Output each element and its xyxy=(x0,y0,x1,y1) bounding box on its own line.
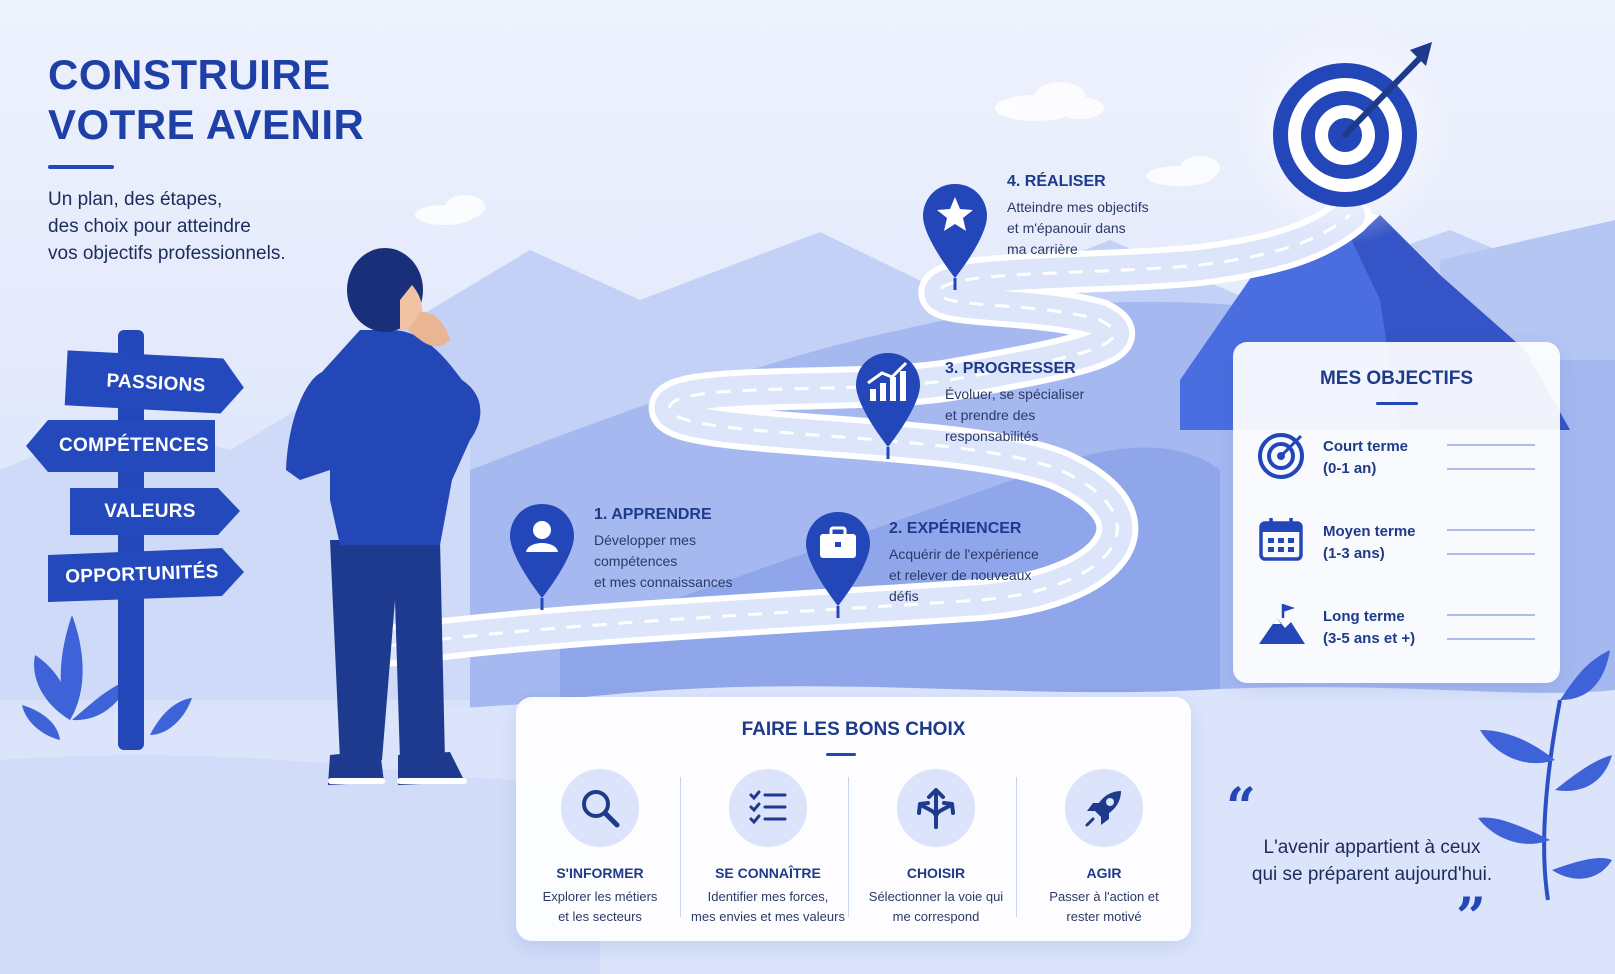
sign-label: OPPORTUNITÉS xyxy=(64,561,220,588)
objective-label: Moyen terme (1-3 ans) xyxy=(1323,521,1416,565)
step-experiencer: 2. EXPÉRIENCER Acquérir de l'expérience … xyxy=(889,520,1039,607)
plant-right xyxy=(1478,650,1612,901)
calendar-icon xyxy=(1259,518,1303,561)
choices-divider xyxy=(826,753,856,756)
briefcase-icon xyxy=(806,512,870,618)
sign-competences: COMPÉTENCES xyxy=(44,420,224,472)
choice-se-connaitre: SE CONNAÎTRE Identifier mes forces, mes … xyxy=(684,769,852,927)
split-arrows-icon xyxy=(917,788,955,829)
choice-icon-bg xyxy=(897,769,975,847)
plant-left xyxy=(22,615,192,740)
step-desc: Évoluer, se spécialiser et prendre des r… xyxy=(945,386,1085,444)
step-progresser: 3. PROGRESSER Évoluer, se spécialiser et… xyxy=(945,360,1084,447)
choices-title: FAIRE LES BONS CHOIX xyxy=(741,719,966,740)
open-quote-icon: “ xyxy=(1226,777,1256,838)
choice-icon-bg xyxy=(1065,769,1143,847)
step-title: 2. EXPÉRIENCER xyxy=(889,520,1022,537)
title-line-1: CONSTRUIRE xyxy=(48,51,331,98)
sign-passions: PASSIONS xyxy=(65,354,247,413)
objectives-divider xyxy=(1376,402,1418,405)
choice-icon-bg xyxy=(561,769,639,847)
title-line-2: VOTRE AVENIR xyxy=(48,101,365,148)
quote-line-1: L'avenir appartient à ceux xyxy=(1263,837,1481,858)
quote-line-2: qui se préparent aujourd'hui. xyxy=(1251,864,1493,885)
choice-desc: Sélectionner la voie qui me correspond xyxy=(868,889,1004,924)
sign-label: COMPÉTENCES xyxy=(58,435,210,456)
choice-title: CHOISIR xyxy=(906,865,966,881)
objective-name: Long terme xyxy=(1323,608,1405,625)
road-dashes xyxy=(359,213,1351,652)
choice-desc: Passer à l'action et rester motivé xyxy=(1049,889,1159,924)
sign-valeurs: VALEURS xyxy=(70,488,230,535)
close-quote-icon: ” xyxy=(1456,887,1486,948)
checklist-icon xyxy=(749,790,787,825)
step-desc: Développer mes compétences et mes connai… xyxy=(594,532,733,590)
choices-card: FAIRE LES BONS CHOIX S'INFORMER Explorer… xyxy=(516,697,1191,941)
step-desc: Acquérir de l'expérience et relever de n… xyxy=(889,546,1039,604)
objective-court-terme: Court terme (0-1 an) xyxy=(1257,430,1542,490)
divider xyxy=(848,777,849,917)
person-icon xyxy=(510,504,574,610)
choice-title: S'INFORMER xyxy=(556,865,644,881)
search-icon xyxy=(582,790,620,828)
choice-title: SE CONNAÎTRE xyxy=(715,865,821,881)
page-title: CONSTRUIRE VOTRE AVENIR xyxy=(48,50,364,150)
step-desc: Atteindre mes objectifs et m'épanouir da… xyxy=(1007,199,1149,257)
objective-label: Court terme (0-1 an) xyxy=(1323,436,1408,480)
objectives-card: MES OBJECTIFS Court terme (0-1 an) xyxy=(1233,342,1560,683)
quote: L'avenir appartient à ceux qui se prépar… xyxy=(1232,834,1512,888)
choice-agir: AGIR Passer à l'action et rester motivé xyxy=(1020,769,1188,927)
subtitle: Un plan, des étapes, des choix pour atte… xyxy=(48,186,286,267)
note-lines xyxy=(1447,614,1535,662)
subtitle-line-2: des choix pour atteindre xyxy=(48,216,251,237)
note-lines xyxy=(1447,444,1535,492)
objective-name: Court terme xyxy=(1323,438,1409,455)
subtitle-line-1: Un plan, des étapes, xyxy=(48,189,223,210)
subtitle-line-3: vos objectifs professionnels. xyxy=(48,243,286,264)
mountain-flag-icon xyxy=(1259,604,1305,644)
objectives-title: MES OBJECTIFS xyxy=(1319,368,1474,389)
sign-label: PASSIONS xyxy=(105,370,207,397)
note-lines xyxy=(1447,529,1535,577)
objective-range: (3-5 ans et +) xyxy=(1323,630,1416,647)
step-apprendre: 1. APPRENDRE Développer mes compétences … xyxy=(594,506,733,593)
objective-range: (1-3 ans) xyxy=(1323,545,1385,562)
objective-moyen-terme: Moyen terme (1-3 ans) xyxy=(1257,515,1542,575)
sign-label: VALEURS xyxy=(104,500,196,522)
step-title: 3. PROGRESSER xyxy=(945,360,1076,377)
target-icon xyxy=(1258,433,1304,479)
objective-label: Long terme (3-5 ans et +) xyxy=(1323,606,1415,650)
objective-long-terme: Long terme (3-5 ans et +) xyxy=(1257,600,1542,660)
choice-desc: Identifier mes forces, mes envies et mes… xyxy=(691,889,845,924)
objective-name: Moyen terme xyxy=(1323,523,1416,540)
objective-range: (0-1 an) xyxy=(1323,460,1377,477)
divider xyxy=(1016,777,1017,917)
choice-s-informer: S'INFORMER Explorer les métiers et les s… xyxy=(516,769,684,927)
choice-title: AGIR xyxy=(1086,865,1122,881)
target-icon xyxy=(1273,42,1432,207)
star-icon xyxy=(923,184,987,290)
cloud xyxy=(415,82,1220,225)
growth-chart-icon xyxy=(856,353,920,459)
step-title: 1. APPRENDRE xyxy=(594,506,712,523)
step-realiser: 4. RÉALISER Atteindre mes objectifs et m… xyxy=(1007,173,1149,260)
choice-desc: Explorer les métiers et les secteurs xyxy=(542,889,658,924)
sign-opportunites: OPPORTUNITÉS xyxy=(47,547,237,604)
divider xyxy=(680,777,681,917)
rocket-icon xyxy=(1085,791,1121,827)
choice-choisir: CHOISIR Sélectionner la voie qui me corr… xyxy=(852,769,1020,927)
title-divider xyxy=(48,165,114,169)
person-illustration xyxy=(286,248,481,785)
step-title: 4. RÉALISER xyxy=(1007,173,1106,190)
choice-icon-bg xyxy=(729,769,807,847)
